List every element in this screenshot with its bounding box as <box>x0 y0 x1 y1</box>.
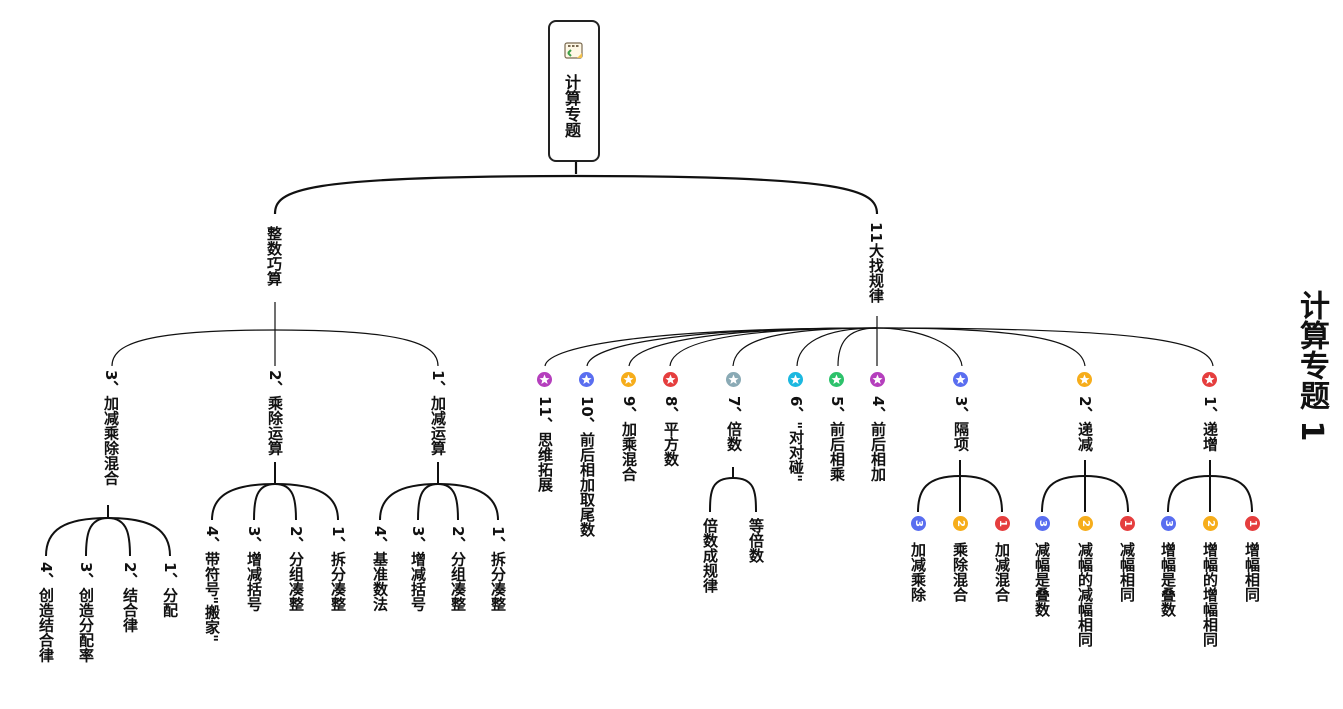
node-mul-div[interactable]: 2、乘除运算 <box>266 370 284 456</box>
node-product-adjacent[interactable]: 5、前后相乘 <box>828 396 846 482</box>
star-icon <box>788 372 803 387</box>
leaf[interactable]: 增幅相同 <box>1243 542 1261 602</box>
star-icon <box>829 372 844 387</box>
leaf[interactable]: 加减混合 <box>993 542 1011 602</box>
branch-11-patterns[interactable]: 11大找规律 <box>867 222 885 303</box>
number-badge-icon: 2 <box>1078 516 1093 531</box>
page-title: 计算专题 1 <box>1294 290 1329 442</box>
leaf[interactable]: 4、带符号"搬家" <box>203 526 221 643</box>
node-alternate[interactable]: 3、隔项 <box>952 396 970 452</box>
leaf[interactable]: 3、增减括号 <box>409 526 427 612</box>
leaf[interactable]: 2、结合律 <box>121 562 139 633</box>
leaf[interactable]: 3、增减括号 <box>245 526 263 612</box>
star-icon <box>870 372 885 387</box>
number-badge-icon: 2 <box>953 516 968 531</box>
star-icon <box>621 372 636 387</box>
leaf[interactable]: 2、分组凑整 <box>449 526 467 612</box>
leaf[interactable]: 增幅是叠数 <box>1159 542 1177 617</box>
leaf[interactable]: 4、基准数法 <box>371 526 389 612</box>
leaf[interactable]: 1、拆分凑整 <box>329 526 347 612</box>
leaf[interactable]: 等倍数 <box>747 518 765 563</box>
note-icon <box>564 42 584 60</box>
star-icon <box>1202 372 1217 387</box>
star-icon <box>663 372 678 387</box>
star-icon <box>726 372 741 387</box>
node-multiples[interactable]: 7、倍数 <box>725 396 743 452</box>
node-mixed[interactable]: 3、加减乘除混合 <box>102 370 120 486</box>
leaf[interactable]: 1、拆分凑整 <box>489 526 507 612</box>
star-icon <box>953 372 968 387</box>
leaf[interactable]: 3、创造分配率 <box>77 562 95 663</box>
root-node[interactable]: 计算专题 <box>548 20 600 162</box>
number-badge-icon: 2 <box>1203 516 1218 531</box>
number-badge-icon: 1 <box>1120 516 1135 531</box>
leaf[interactable]: 乘除混合 <box>951 542 969 602</box>
number-badge-icon: 3 <box>1035 516 1050 531</box>
number-badge-icon: 1 <box>995 516 1010 531</box>
leaf[interactable]: 加减乘除 <box>909 542 927 602</box>
node-add-mul[interactable]: 9、加乘混合 <box>620 396 638 482</box>
node-increasing[interactable]: 1、递增 <box>1201 396 1219 452</box>
node-decreasing[interactable]: 2、递减 <box>1076 396 1094 452</box>
star-icon <box>537 372 552 387</box>
leaf[interactable]: 减幅的减幅相同 <box>1076 542 1094 647</box>
number-badge-icon: 3 <box>911 516 926 531</box>
node-pairing[interactable]: 6、"对对碰" <box>787 396 805 483</box>
star-icon <box>579 372 594 387</box>
leaf[interactable]: 1、分配 <box>161 562 179 618</box>
branch-integer-tricks[interactable]: 整数巧算 <box>265 226 283 286</box>
node-sum-adjacent[interactable]: 4、前后相加 <box>869 396 887 482</box>
leaf[interactable]: 增幅的增幅相同 <box>1201 542 1219 647</box>
leaf[interactable]: 减幅是叠数 <box>1033 542 1051 617</box>
node-add-sub[interactable]: 1、加减运算 <box>429 370 447 456</box>
leaf[interactable]: 4、创造结合律 <box>37 562 55 663</box>
leaf[interactable]: 减幅相同 <box>1118 542 1136 602</box>
root-label: 计算专题 <box>562 74 581 138</box>
number-badge-icon: 3 <box>1161 516 1176 531</box>
leaf[interactable]: 倍数成规律 <box>701 518 719 593</box>
node-last-digit[interactable]: 10、前后相加取尾数 <box>578 396 596 537</box>
leaf[interactable]: 2、分组凑整 <box>287 526 305 612</box>
number-badge-icon: 1 <box>1245 516 1260 531</box>
node-squares[interactable]: 8、平方数 <box>662 396 680 467</box>
node-thinking[interactable]: 11、思维拓展 <box>536 396 554 492</box>
star-icon <box>1077 372 1092 387</box>
